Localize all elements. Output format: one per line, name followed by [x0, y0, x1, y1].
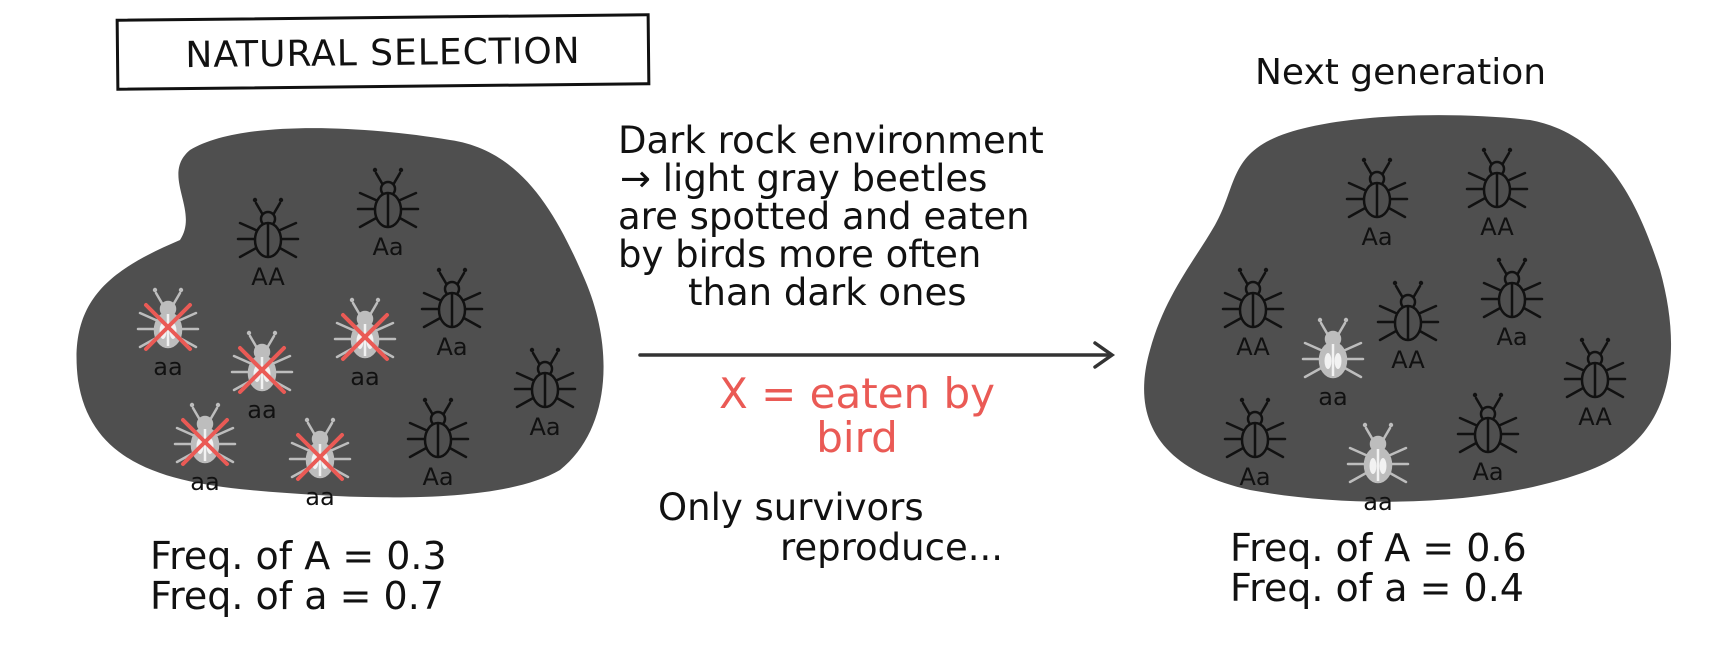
genotype-label: Aa [1472, 458, 1503, 486]
genotype-label: aa [247, 396, 276, 424]
description-line: are spotted and eaten [618, 195, 1030, 238]
beetle-dark: AA [236, 197, 300, 291]
legend-text-line1: = eaten by [761, 369, 996, 418]
frequency-before: Freq. of A = 0.3 Freq. of a = 0.7 [150, 536, 447, 616]
genotype-label: aa [305, 483, 334, 511]
genotype-label: Aa [1496, 323, 1527, 351]
frequency-after: Freq. of A = 0.6 Freq. of a = 0.4 [1230, 528, 1527, 608]
beetle-light: aa [288, 417, 352, 511]
beetle-dark: AA [1563, 337, 1627, 431]
survivors-line: Only survivors [658, 486, 924, 529]
freq-A-before: Freq. of A = 0.3 [150, 534, 447, 578]
eaten-cross-icon [181, 418, 229, 466]
description-line: → light gray beetles [620, 157, 988, 200]
description-line: by birds more often [618, 233, 982, 276]
environment-description: Dark rock environment → light gray beetl… [618, 122, 1044, 312]
beetle-dark: Aa [1480, 257, 1544, 351]
beetle-dark: AA [1221, 267, 1285, 361]
right-arrow [638, 341, 1116, 369]
page-title: NATURAL SELECTION [185, 30, 581, 77]
freq-A-after: Freq. of A = 0.6 [1230, 526, 1527, 570]
freq-a-before: Freq. of a = 0.7 [150, 574, 444, 618]
beetle-dark: Aa [406, 397, 470, 491]
genotype-label: Aa [372, 233, 403, 261]
next-generation-label: Next generation [1255, 52, 1547, 93]
beetle-dark: Aa [513, 347, 577, 441]
beetle-light: aa [230, 330, 294, 424]
beetle-dark: AA [1465, 147, 1529, 241]
genotype-label: AA [251, 263, 285, 291]
eaten-cross-icon [296, 433, 344, 481]
beetle-light: aa [1301, 317, 1365, 411]
beetle-light: aa [1346, 422, 1410, 516]
rock-before [76, 128, 604, 498]
genotype-label: Aa [1239, 463, 1270, 491]
genotype-label: AA [1236, 333, 1270, 361]
survivors-line: reproduce... [780, 526, 1004, 569]
genotype-label: AA [1391, 346, 1425, 374]
genotype-label: Aa [436, 333, 467, 361]
beetle-dark: AA [1376, 280, 1440, 374]
genotype-label: aa [190, 468, 219, 496]
genotype-label: Aa [1361, 223, 1392, 251]
beetle-dark: Aa [1456, 392, 1520, 486]
legend-text-line2: bird [816, 413, 898, 462]
description-line: than dark ones [688, 271, 967, 314]
genotype-label: aa [1363, 488, 1392, 516]
eaten-cross-icon [341, 313, 389, 361]
beetle-light: aa [136, 287, 200, 381]
eaten-cross-icon [144, 303, 192, 351]
beetle-light: aa [333, 297, 397, 391]
survivors-note: Only survivors reproduce... [658, 488, 1003, 568]
description-line: Dark rock environment [618, 119, 1044, 162]
genotype-label: aa [153, 353, 182, 381]
beetle-light: aa [173, 402, 237, 496]
genotype-label: AA [1578, 403, 1612, 431]
genotype-label: AA [1480, 213, 1514, 241]
legend-eaten-by-bird: X = eaten by bird [692, 372, 1022, 460]
genotype-label: Aa [529, 413, 560, 441]
beetle-dark: Aa [356, 167, 420, 261]
genotype-label: aa [1318, 383, 1347, 411]
freq-a-after: Freq. of a = 0.4 [1230, 566, 1524, 610]
legend-symbol: X [718, 369, 748, 418]
beetle-dark: Aa [420, 267, 484, 361]
genotype-label: aa [350, 363, 379, 391]
genotype-label: Aa [422, 463, 453, 491]
beetle-dark: Aa [1223, 397, 1287, 491]
beetle-dark: Aa [1345, 157, 1409, 251]
eaten-cross-icon [238, 346, 286, 394]
title-box: NATURAL SELECTION [115, 13, 651, 91]
